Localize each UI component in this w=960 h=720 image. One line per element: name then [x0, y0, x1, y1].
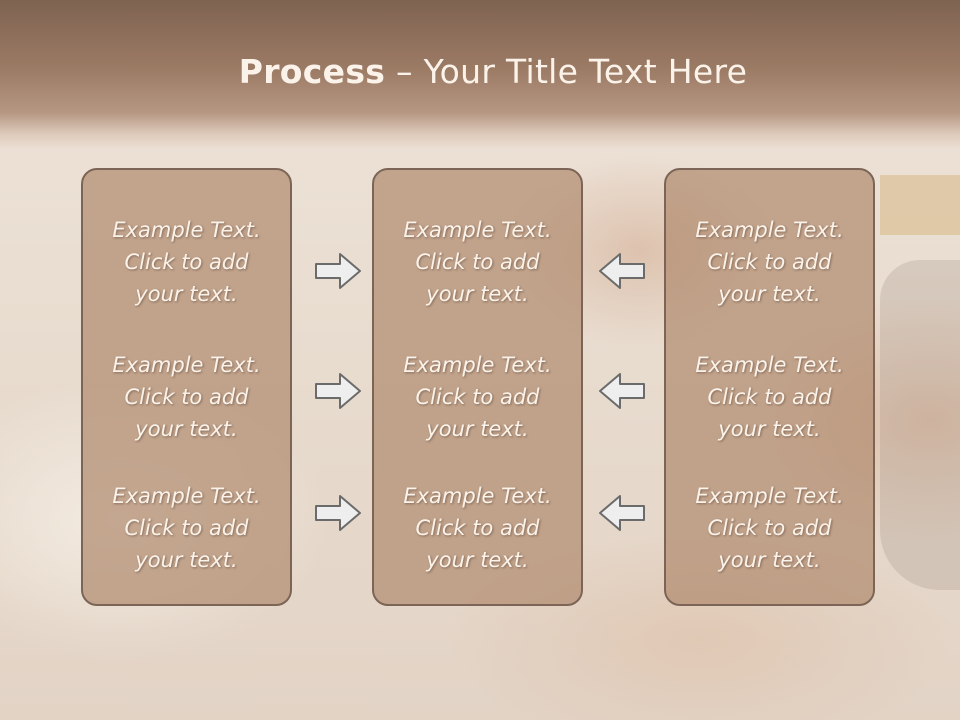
placeholder-text[interactable]: Example Text. Click to add your text. — [83, 349, 290, 445]
text-line: Example Text. — [403, 484, 552, 508]
text-line: Example Text. — [695, 218, 844, 242]
text-line: Click to add — [415, 250, 540, 274]
text-line: Click to add — [707, 250, 832, 274]
arrow-right-icon — [315, 253, 361, 289]
text-line: your text. — [426, 548, 529, 572]
process-box-right[interactable]: Example Text. Click to add your text. Ex… — [664, 168, 875, 606]
background-detail — [880, 260, 960, 590]
title-band — [0, 0, 960, 150]
text-line: Example Text. — [403, 218, 552, 242]
arrow-left-icon — [599, 253, 645, 289]
text-line: your text. — [718, 417, 821, 441]
placeholder-text[interactable]: Example Text. Click to add your text. — [666, 214, 873, 310]
text-line: Click to add — [124, 250, 249, 274]
slide-title[interactable]: Process – Your Title Text Here — [0, 52, 960, 91]
placeholder-text[interactable]: Example Text. Click to add your text. — [374, 214, 581, 310]
process-box-middle[interactable]: Example Text. Click to add your text. Ex… — [372, 168, 583, 606]
text-line: Example Text. — [112, 353, 261, 377]
text-line: Example Text. — [695, 484, 844, 508]
text-line: Example Text. — [112, 218, 261, 242]
text-line: your text. — [718, 548, 821, 572]
title-bold-text: Process — [238, 52, 386, 91]
text-line: Click to add — [124, 385, 249, 409]
text-line: Example Text. — [112, 484, 261, 508]
text-line: your text. — [135, 417, 238, 441]
placeholder-text[interactable]: Example Text. Click to add your text. — [666, 480, 873, 576]
text-line: your text. — [135, 282, 238, 306]
text-line: your text. — [135, 548, 238, 572]
text-line: Click to add — [707, 385, 832, 409]
text-line: Click to add — [124, 516, 249, 540]
text-line: Click to add — [415, 385, 540, 409]
placeholder-text[interactable]: Example Text. Click to add your text. — [374, 349, 581, 445]
text-line: Click to add — [415, 516, 540, 540]
text-line: your text. — [426, 417, 529, 441]
placeholder-text[interactable]: Example Text. Click to add your text. — [374, 480, 581, 576]
placeholder-text[interactable]: Example Text. Click to add your text. — [83, 214, 290, 310]
background-detail — [880, 175, 960, 235]
title-rest-text: – Your Title Text Here — [385, 52, 748, 91]
text-line: your text. — [718, 282, 821, 306]
arrow-right-icon — [315, 495, 361, 531]
arrow-left-icon — [599, 373, 645, 409]
text-line: your text. — [426, 282, 529, 306]
text-line: Example Text. — [403, 353, 552, 377]
text-line: Click to add — [707, 516, 832, 540]
arrow-left-icon — [599, 495, 645, 531]
arrow-right-icon — [315, 373, 361, 409]
placeholder-text[interactable]: Example Text. Click to add your text. — [666, 349, 873, 445]
placeholder-text[interactable]: Example Text. Click to add your text. — [83, 480, 290, 576]
process-box-left[interactable]: Example Text. Click to add your text. Ex… — [81, 168, 292, 606]
text-line: Example Text. — [695, 353, 844, 377]
